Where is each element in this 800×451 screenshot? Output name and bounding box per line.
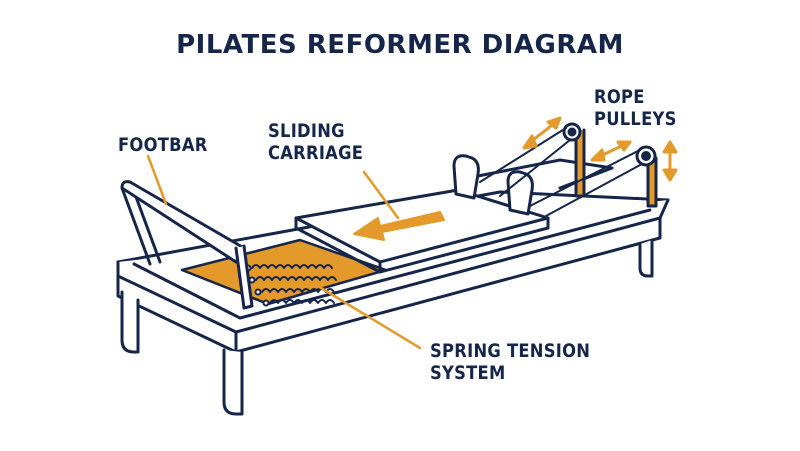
- label-footbar-text: FOOTBAR: [118, 134, 208, 156]
- rope-pulleys: [479, 122, 658, 217]
- label-sliding-carriage: SLIDING CARRIAGE: [268, 120, 363, 164]
- motion-arrows: [522, 116, 678, 182]
- label-spring-tension: SPRING TENSION SYSTEM: [430, 340, 590, 384]
- label-rope-pulleys: ROPE PULLEYS: [594, 86, 677, 130]
- label-rope-pulleys-line2: PULLEYS: [594, 108, 677, 130]
- label-spring-tension-line1: SPRING TENSION: [430, 340, 591, 362]
- diagram-title: PILATES REFORMER DIAGRAM: [176, 30, 624, 60]
- label-sliding-carriage-line1: SLIDING: [268, 120, 345, 142]
- label-spring-tension-line2: SYSTEM: [430, 362, 506, 384]
- carriage-arrow: [353, 211, 445, 241]
- leader-lines: [146, 154, 422, 350]
- footbar: [120, 180, 254, 310]
- label-footbar: FOOTBAR: [118, 134, 208, 156]
- label-rope-pulleys-line1: ROPE: [594, 86, 645, 108]
- label-sliding-carriage-line2: CARRIAGE: [268, 142, 364, 164]
